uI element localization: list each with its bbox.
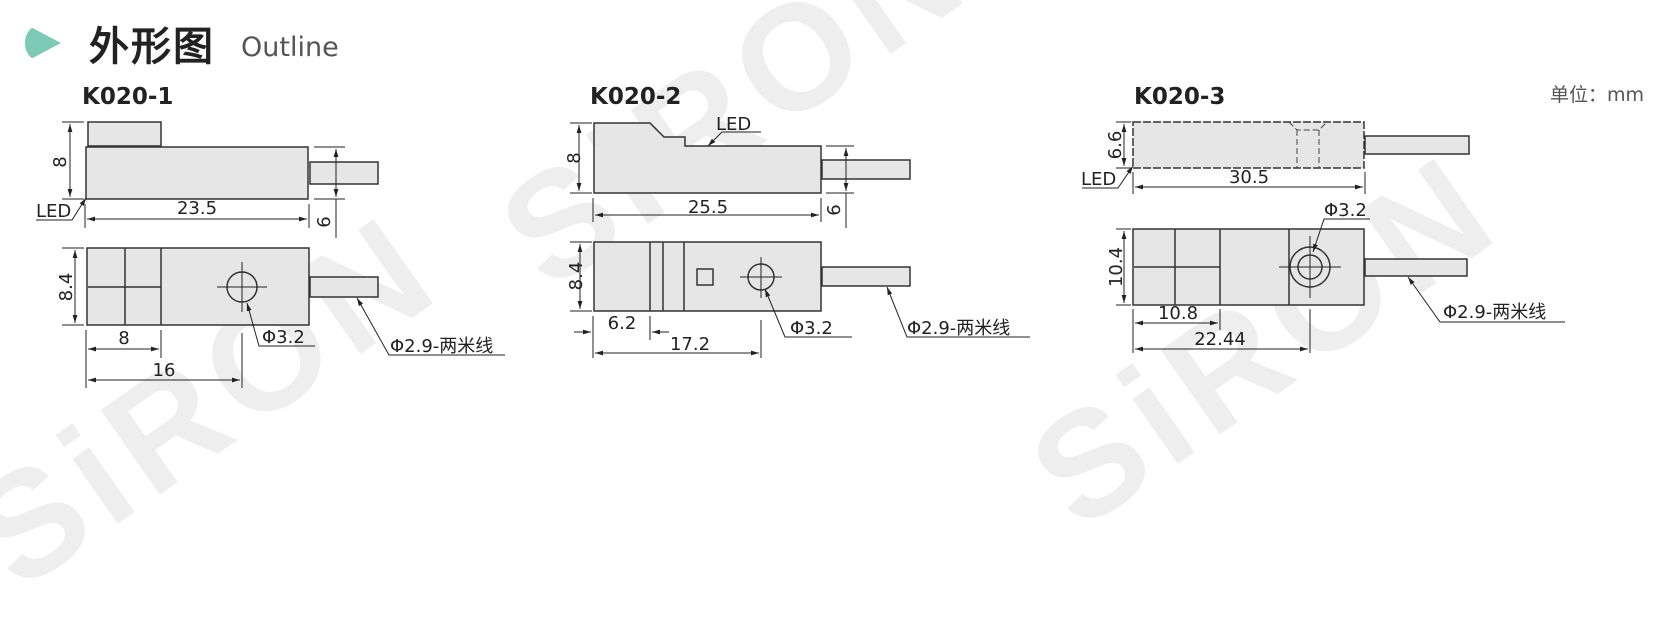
dim-length: 23.5: [177, 198, 217, 219]
k020-3-side-view: [1132, 121, 1470, 169]
dim-width: 10.4: [1106, 247, 1127, 287]
dim-width: 8.4: [56, 273, 77, 302]
dim-hole-position: 17.2: [670, 334, 710, 355]
dim-width: 8.4: [566, 262, 587, 291]
dim-hole-position: 22.44: [1194, 329, 1246, 350]
hole-diameter: Φ3.2: [1324, 200, 1367, 221]
k020-2-top-view: [593, 241, 911, 312]
section-title: 外形图: [89, 24, 215, 70]
dim-height: 6.6: [1105, 131, 1126, 160]
model-title: K020-2: [590, 84, 682, 110]
section-subtitle: Outline: [241, 31, 339, 63]
model-title: K020-1: [82, 84, 174, 110]
unit-label: 单位：mm: [1550, 84, 1645, 106]
led-label: LED: [716, 114, 751, 135]
dim-cable-offset: 6: [314, 216, 335, 227]
outline-drawings: 8 23.5 6 LED 8.4 8 16 Φ3.2 Φ2.9-两米线: [36, 114, 1565, 388]
dim-length: 30.5: [1229, 167, 1269, 188]
led-label: LED: [36, 201, 71, 222]
k020-2-side-view: [593, 122, 911, 194]
cable-spec: Φ2.9-两米线: [390, 336, 493, 357]
dim-segment: 10.8: [1158, 303, 1198, 324]
dim-height: 8: [564, 152, 585, 163]
hole-diameter: Φ3.2: [262, 327, 305, 348]
k020-1-side-view: [85, 121, 379, 200]
dim-length: 25.5: [688, 197, 728, 218]
dim-height: 8: [50, 156, 71, 167]
model-title: K020-3: [1134, 84, 1226, 110]
hole-diameter: Φ3.2: [790, 318, 833, 339]
dim-hole-position: 16: [153, 360, 176, 381]
dim-segment: 8: [118, 328, 129, 349]
k020-1-top-view: [86, 247, 379, 326]
cable-spec: Φ2.9-两米线: [907, 318, 1010, 339]
led-label: LED: [1081, 169, 1116, 190]
section-header: 外形图 Outline: [25, 18, 339, 70]
cable-spec: Φ2.9-两米线: [1443, 302, 1546, 323]
dim-cable-offset: 6: [824, 204, 845, 215]
dim-segment: 6.2: [608, 313, 637, 334]
